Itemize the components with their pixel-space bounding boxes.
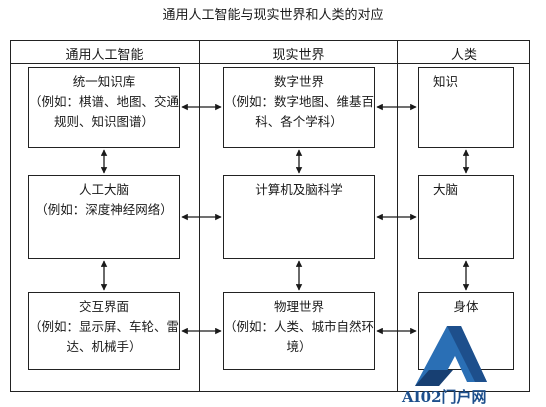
box-description: （例如：数字地图、维基百科、各个学科） <box>224 94 375 129</box>
box-computing-brain-science: 计算机及脑科学 <box>223 175 375 259</box>
box-title: 交互界面 <box>78 299 129 314</box>
header-divider <box>10 63 530 64</box>
box-human-knowledge: 知识 <box>418 67 514 148</box>
diagram-frame <box>10 40 530 392</box>
box-title: 计算机及脑科学 <box>255 182 343 197</box>
box-title: 物理世界 <box>273 299 324 314</box>
box-title: 知识 <box>433 74 459 89</box>
box-description: （例如：人类、城市自然环境） <box>224 319 375 354</box>
box-artificial-brain: 人工大脑 （例如：深度神经网络） <box>28 175 180 259</box>
diagram-title: 通用人工智能与现实世界和人类的对应 <box>162 8 384 23</box>
box-interaction-interface: 交互界面 （例如：显示屏、车轮、雷达、机械手） <box>28 292 180 370</box>
box-description: （例如：显示屏、车轮、雷达、机械手） <box>29 319 180 354</box>
box-digital-world: 数字世界 （例如：数字地图、维基百科、各个学科） <box>223 67 375 148</box>
box-title: 人工大脑 <box>78 182 129 197</box>
column-heading-agi: 通用人工智能 <box>65 48 144 63</box>
column-heading-human: 人类 <box>450 48 477 63</box>
box-description: （例如：深度神经网络） <box>35 202 173 217</box>
box-title: 大脑 <box>433 182 459 197</box>
watermark-logo <box>415 326 487 386</box>
box-title: 身体 <box>453 299 479 314</box>
box-physical-world: 物理世界 （例如：人类、城市自然环境） <box>223 292 375 370</box>
box-unified-knowledge-base: 统一知识库 （例如：棋谱、地图、交通规则、知识图谱） <box>28 67 180 148</box>
column-heading-real-world: 现实世界 <box>272 48 325 63</box>
box-description: （例如：棋谱、地图、交通规则、知识图谱） <box>29 94 180 129</box>
box-title: 数字世界 <box>273 74 324 89</box>
box-title: 统一知识库 <box>72 74 136 89</box>
watermark-text: AI02门户网 <box>402 388 487 406</box>
box-human-brain: 大脑 <box>418 175 514 259</box>
